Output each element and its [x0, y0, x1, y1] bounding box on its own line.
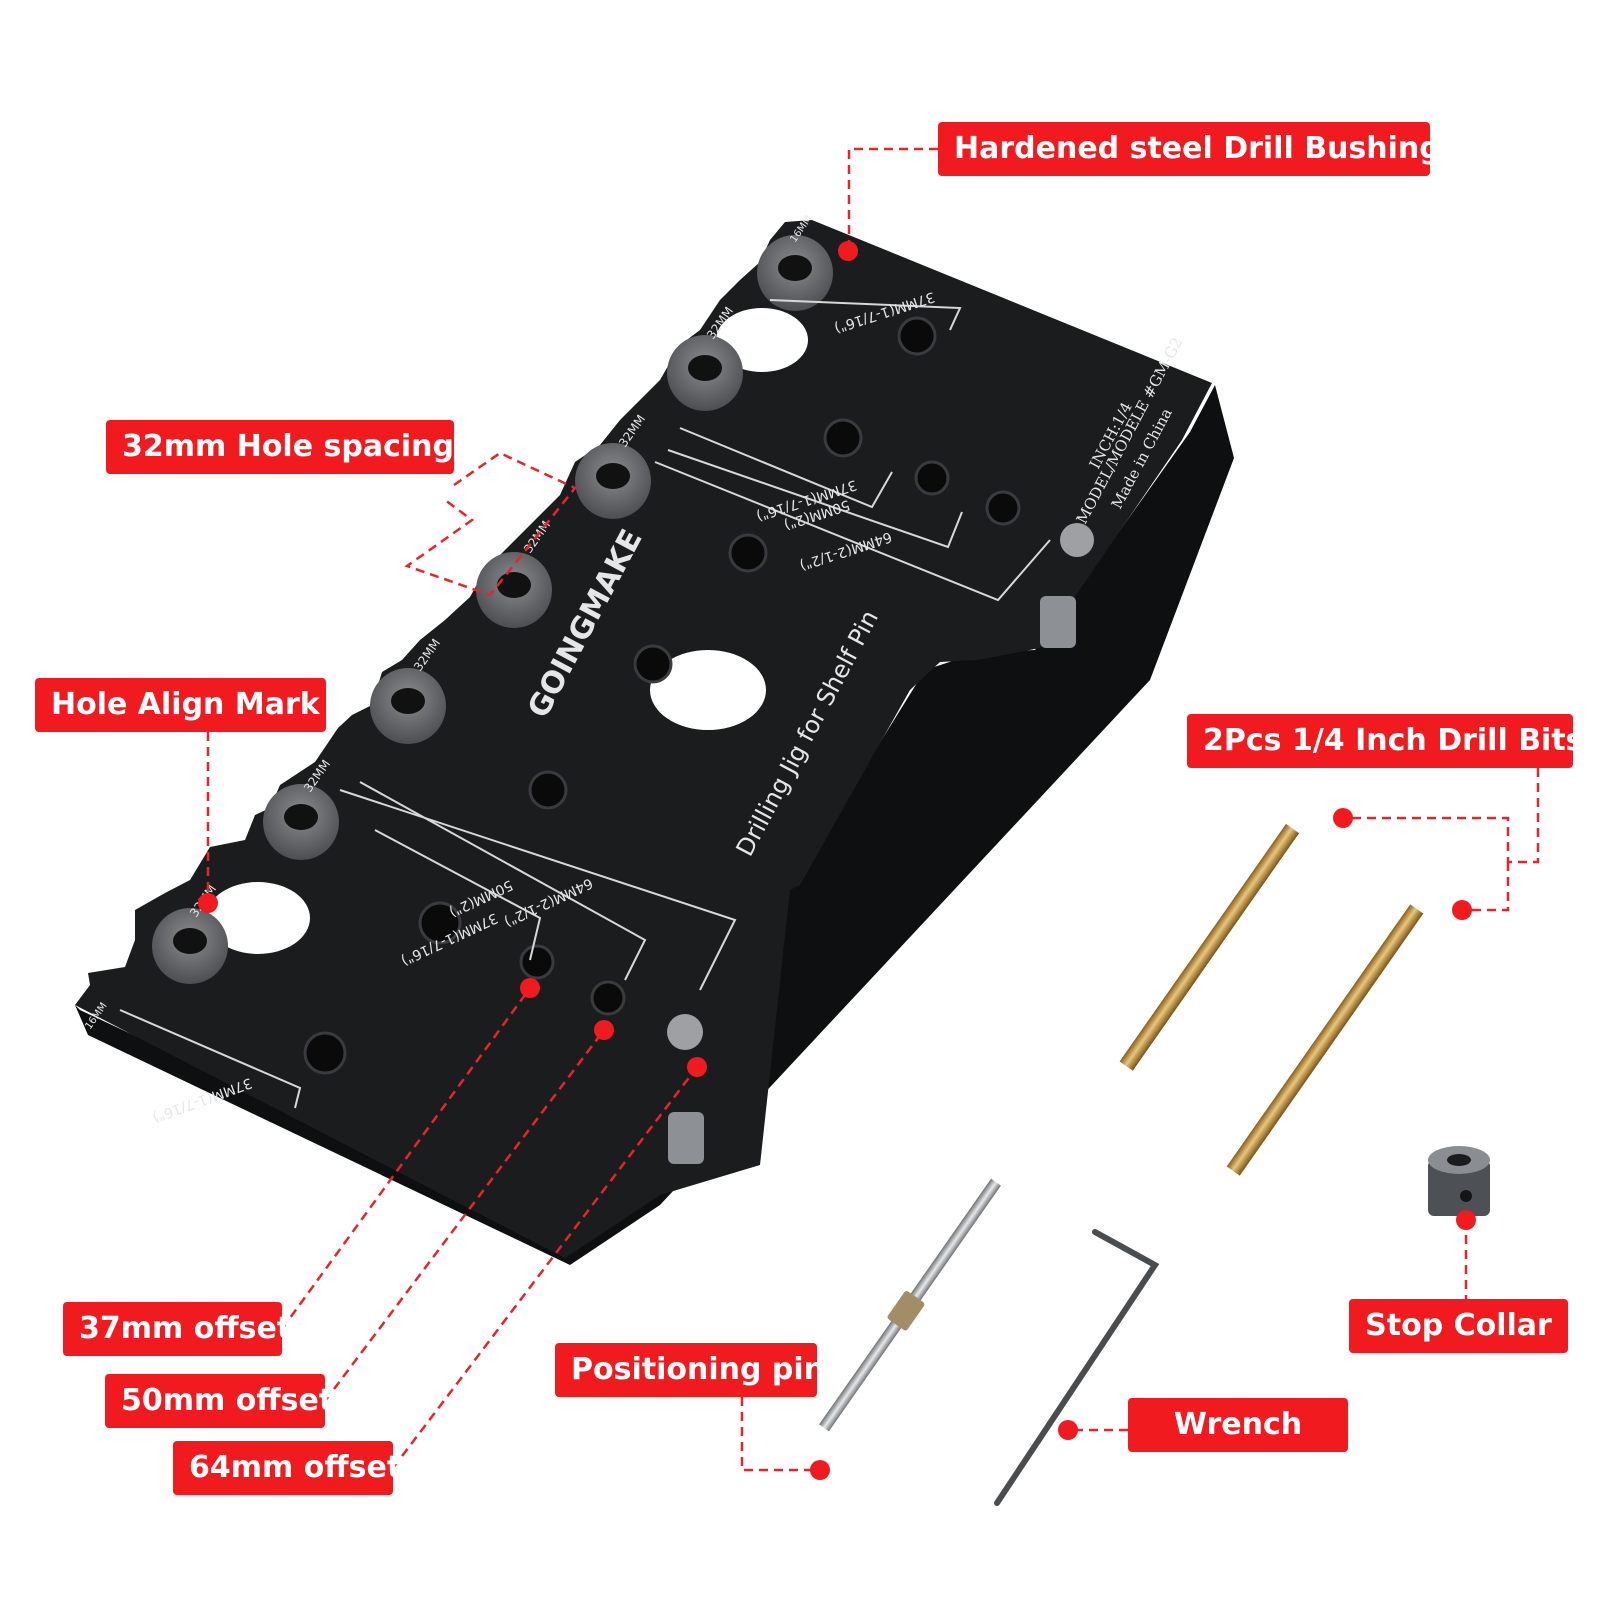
bushing-3: [575, 443, 651, 519]
pocket-top: [716, 308, 808, 372]
callout-32mm-hole-spacing: 32mm Hole spacing: [106, 420, 454, 474]
callout-drill-bits: 2Pcs 1/4 Inch Drill Bits: [1187, 714, 1584, 768]
stop-collar: [1428, 1146, 1490, 1216]
callout-50mm-offset: 50mm offset: [105, 1374, 333, 1428]
callout-wrench: Wrench: [1128, 1398, 1348, 1452]
threaded-holes: [303, 316, 1021, 1075]
bushing-7: [152, 908, 228, 984]
leader-pin: [740, 1397, 820, 1472]
callout-hardened-steel-drill-bushing: Hardened steel Drill Bushing: [938, 122, 1441, 176]
pocket-middle: [650, 650, 766, 730]
bushing-4: [476, 552, 552, 628]
pocket-bottom: [206, 882, 310, 954]
dot-bushing: [838, 241, 858, 261]
positioning-pin: [819, 1178, 1001, 1432]
leader-bushing: [847, 147, 938, 248]
rear-foot-right: [1040, 596, 1076, 648]
bushing-6: [263, 784, 339, 860]
callout-37mm-offset: 37mm offset: [63, 1302, 291, 1356]
dot-bit-2: [1452, 900, 1472, 920]
drill-bit-2: [1226, 904, 1424, 1176]
leader-50: [324, 1029, 605, 1402]
callout-stop-collar: Stop Collar: [1349, 1299, 1568, 1353]
dot-align: [198, 893, 218, 913]
rear-foot-left: [668, 1112, 704, 1164]
drilling-jig: GOINGMAKE Drilling Jig for Shelf Pin INC…: [75, 214, 1234, 1265]
drill-bits: [1119, 823, 1424, 1176]
leader-64: [392, 1066, 698, 1469]
bushing-1: [757, 235, 833, 311]
dot-64: [687, 1057, 707, 1077]
align-pin-bottom: [667, 1014, 703, 1050]
dot-37: [520, 978, 540, 998]
leader-bits: [1343, 768, 1540, 864]
jig-side: [75, 385, 1234, 1265]
drill-bushings: [152, 235, 833, 984]
callout-hole-align-mark: Hole Align Mark: [35, 678, 326, 732]
dot-50: [594, 1020, 614, 1040]
dot-bit-1: [1333, 808, 1353, 828]
allen-wrench: [994, 1229, 1160, 1506]
leader-bits-2: [1462, 862, 1510, 912]
leader-37: [280, 987, 532, 1330]
dot-pin: [810, 1460, 830, 1480]
callout-64mm-offset: 64mm offset: [173, 1441, 401, 1495]
leader-spacing: [404, 451, 577, 597]
dot-wrench: [1058, 1420, 1078, 1440]
engraved-dimension-lines: [119, 299, 1051, 1109]
callout-dots: [198, 241, 1476, 1480]
drill-bit-1: [1119, 823, 1300, 1071]
callout-positioning-pin: Positioning pin: [555, 1343, 825, 1397]
align-pin-top: [1060, 523, 1094, 557]
callout-leaders: [206, 147, 1540, 1472]
bushing-2: [667, 335, 743, 411]
bushing-5: [370, 668, 446, 744]
dot-collar: [1456, 1210, 1476, 1230]
